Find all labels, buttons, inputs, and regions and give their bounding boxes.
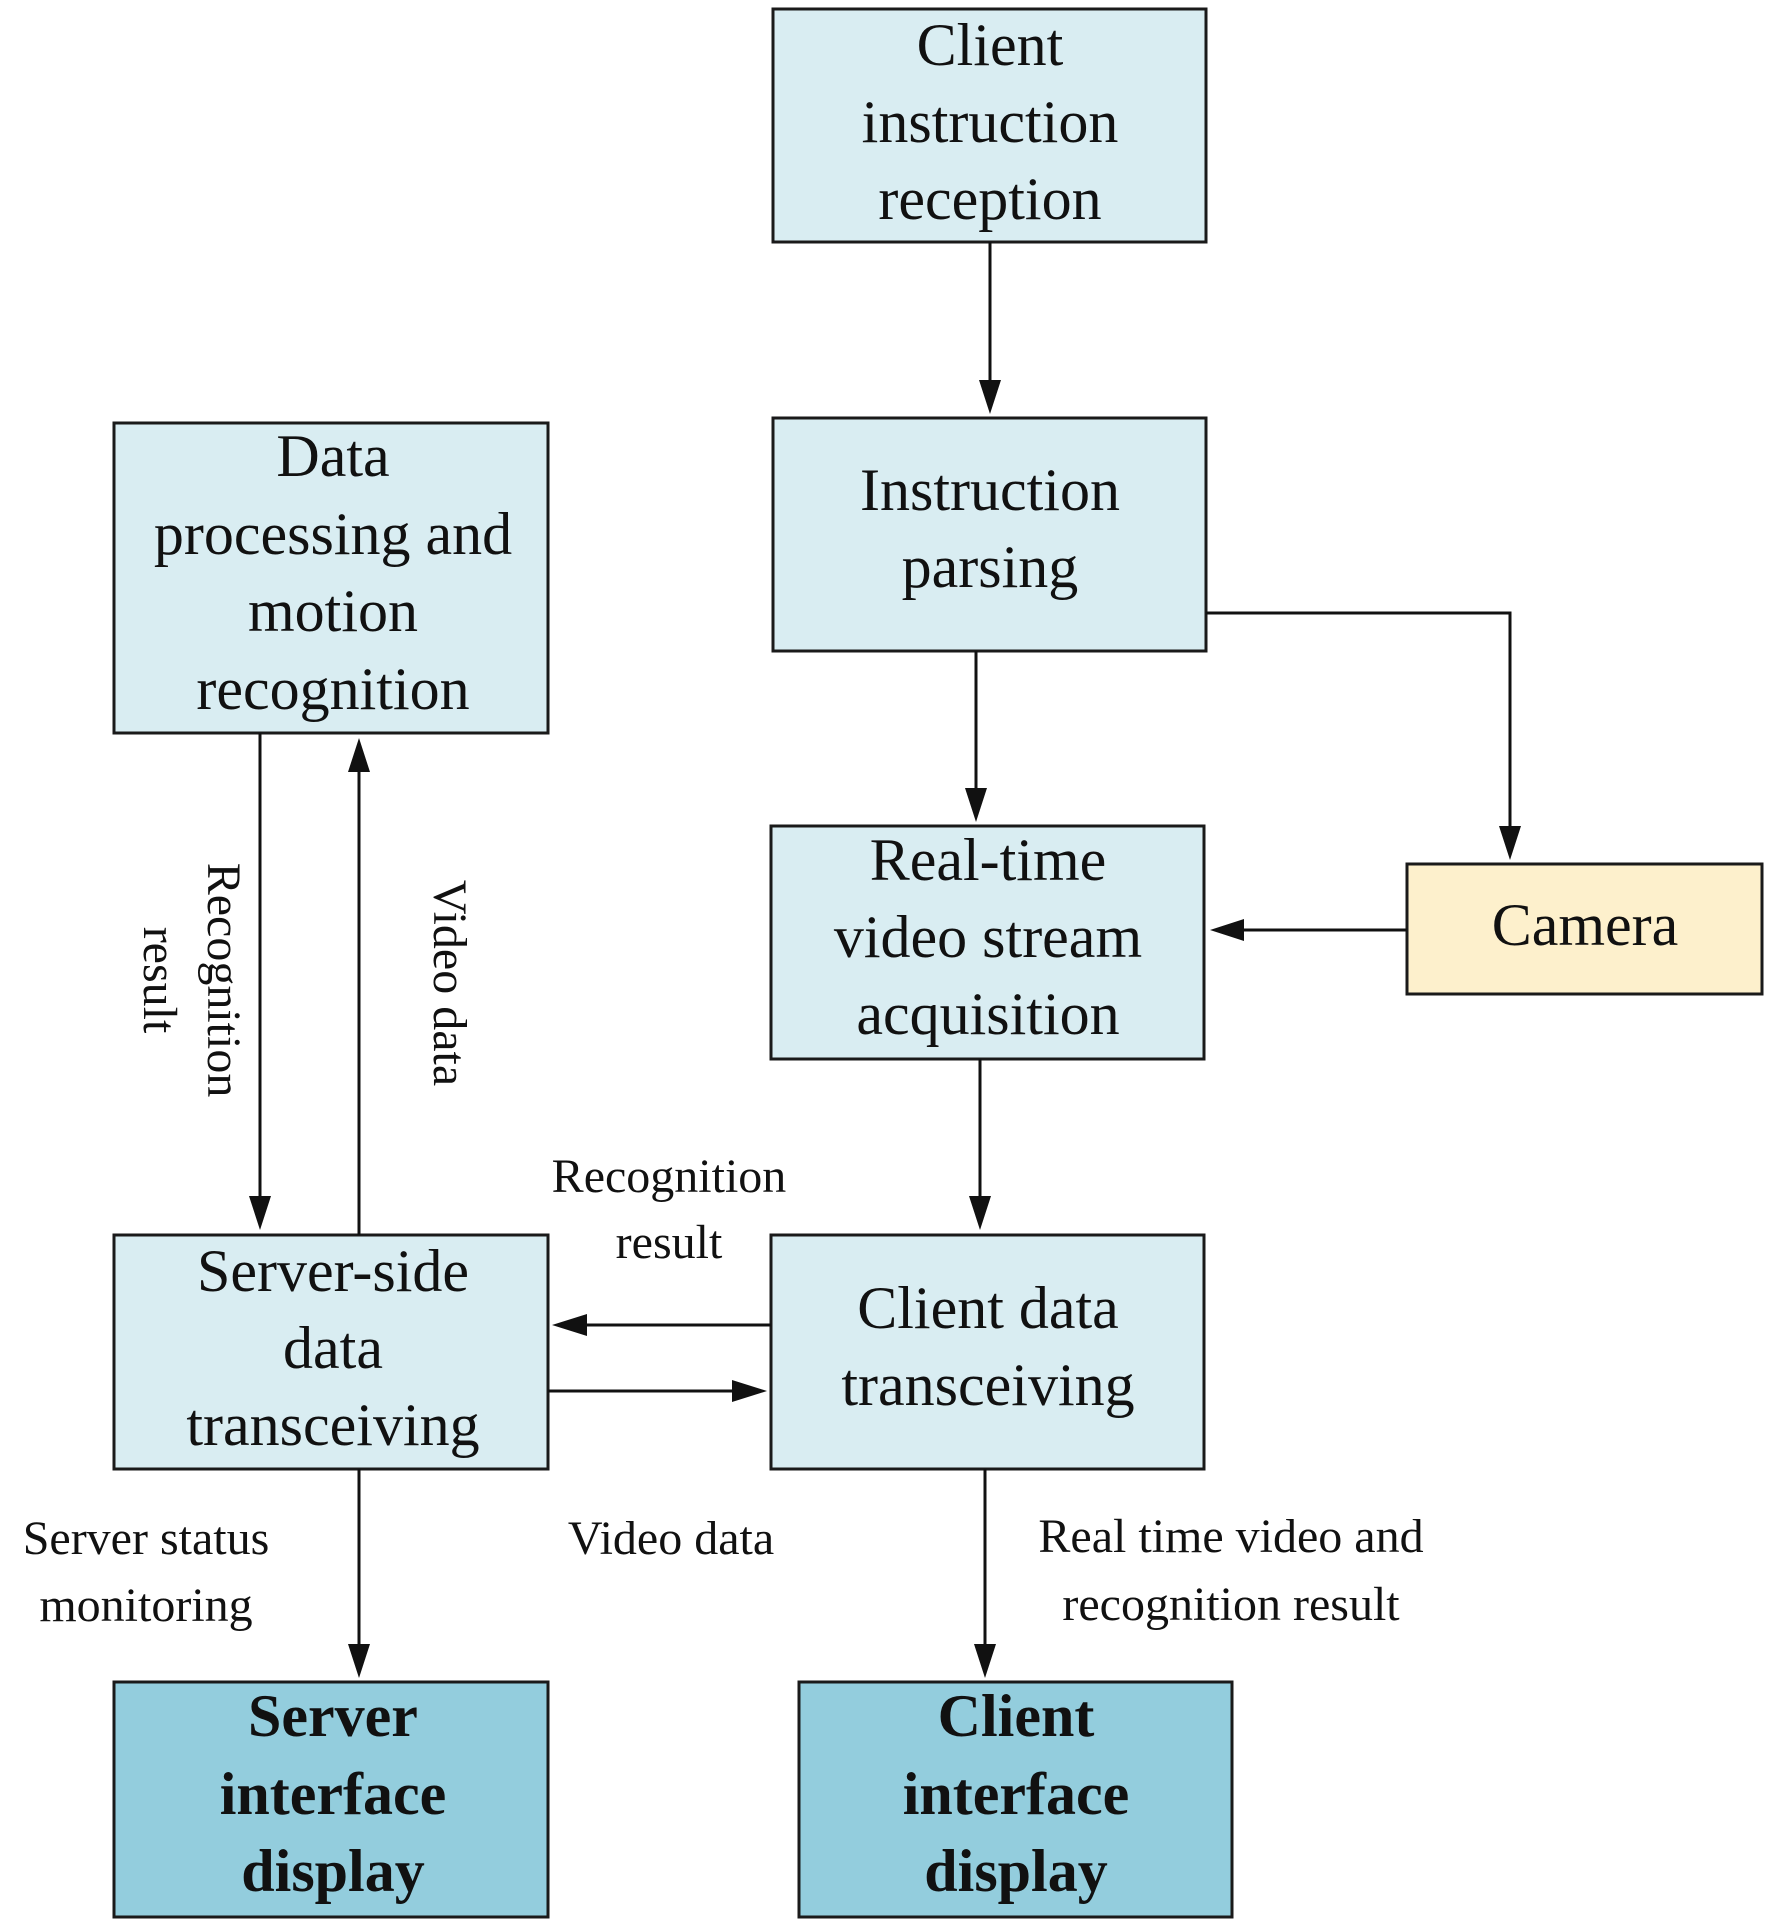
edge-label-line: recognition result — [1062, 1578, 1400, 1631]
node-line: video stream — [834, 904, 1142, 970]
edge-label-line: result — [133, 927, 186, 1034]
edge-label-video-data-vertical: Video data — [423, 880, 476, 1086]
node-line: Camera — [1492, 892, 1679, 958]
node-line: Instruction — [860, 457, 1120, 523]
arrowhead — [969, 1196, 991, 1230]
node-line: parsing — [902, 534, 1079, 600]
node-line: Client data — [857, 1275, 1119, 1341]
node-server-display: Server interface display — [112, 1680, 550, 1919]
edge-label-line: result — [616, 1216, 723, 1269]
arrowhead — [965, 788, 987, 822]
edges — [249, 242, 1521, 1678]
edge-label-line: Video data — [423, 880, 476, 1086]
edge-label-recognition-result-horizontal: Recognition result — [552, 1150, 787, 1269]
node-line: data — [283, 1315, 383, 1381]
edge-label-line: Real time video and — [1038, 1510, 1423, 1563]
arrowhead — [1210, 919, 1244, 941]
node-line: instruction — [862, 89, 1119, 155]
node-line: Client — [938, 1683, 1095, 1749]
edge-label-line: Recognition — [197, 863, 250, 1098]
node-camera: Camera — [1405, 862, 1764, 996]
node-line: Server — [248, 1683, 418, 1749]
node-line: recognition — [196, 656, 469, 722]
edge-label-server-status-monitoring: Server status monitoring — [23, 1512, 270, 1632]
node-client-instruction-reception: Client instruction reception — [771, 7, 1208, 244]
node-line: Client — [917, 12, 1064, 78]
node-line: acquisition — [856, 981, 1119, 1047]
node-line: interface — [903, 1761, 1130, 1827]
node-instruction-parsing: Instruction parsing — [771, 416, 1208, 653]
arrowhead — [974, 1644, 996, 1678]
node-line: motion — [248, 578, 418, 644]
node-server-transceiving: Server-side data transceiving — [112, 1233, 550, 1471]
edge-label-line: Recognition — [552, 1150, 787, 1203]
edge-label-recognition-result-vertical: Recognition result — [133, 863, 250, 1098]
node-client-transceiving: Client data transceiving — [769, 1233, 1206, 1471]
edge-label-line: Server status — [23, 1512, 270, 1565]
node-realtime-video: Real-time video stream acquisition — [769, 824, 1206, 1061]
edge-label-line: Video data — [568, 1512, 774, 1565]
arrowhead — [348, 738, 370, 772]
node-line: display — [924, 1838, 1107, 1904]
node-line: Data — [276, 423, 389, 489]
node-line: Real-time — [870, 827, 1107, 893]
edge-label-line: monitoring — [39, 1579, 252, 1632]
edge-label-video-data-horizontal: Video data — [568, 1512, 774, 1565]
arrowhead — [348, 1644, 370, 1678]
node-line: display — [241, 1838, 424, 1904]
node-data-processing: Data processing and motion recognition — [112, 421, 550, 735]
node-line: transceiving — [186, 1392, 479, 1458]
edge-label-realtime-video-and-result: Real time video and recognition result — [1038, 1510, 1423, 1631]
node-client-display: Client interface display — [797, 1680, 1234, 1919]
node-line: reception — [878, 166, 1101, 232]
node-line: processing and — [154, 501, 512, 567]
arrowhead — [979, 380, 1001, 414]
edge-line — [1206, 611, 1512, 826]
node-line: Server-side — [197, 1238, 469, 1304]
arrowhead — [552, 1314, 587, 1336]
node-line: transceiving — [841, 1352, 1134, 1418]
node-line: interface — [220, 1761, 447, 1827]
arrowhead — [1499, 826, 1521, 860]
arrowhead — [732, 1380, 767, 1402]
arrowhead — [249, 1196, 271, 1230]
